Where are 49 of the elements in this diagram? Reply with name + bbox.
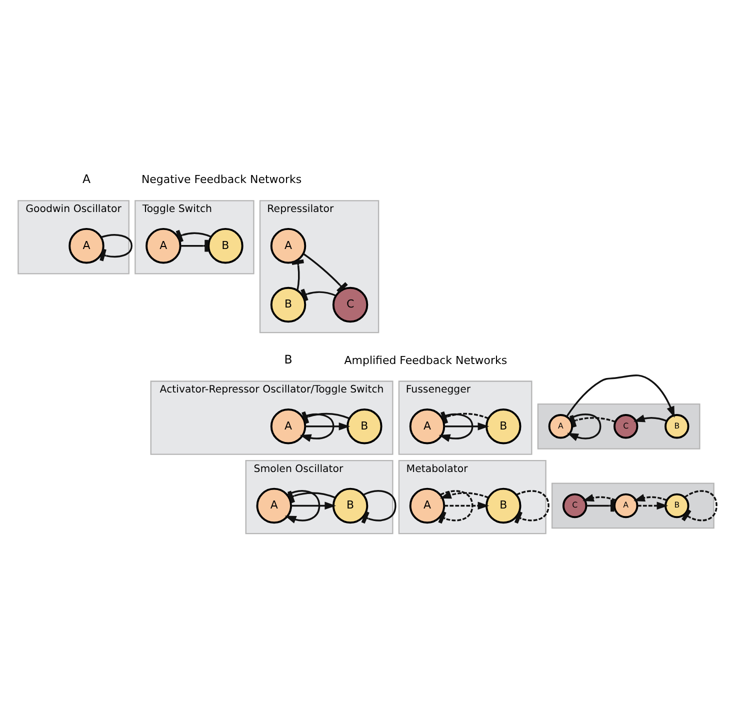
node-circle: A bbox=[270, 408, 306, 444]
node-circle: A bbox=[270, 228, 306, 264]
node-circle: C bbox=[562, 493, 588, 518]
arrow bbox=[291, 502, 336, 510]
node-circle: B bbox=[270, 286, 306, 323]
arrow bbox=[444, 502, 490, 510]
arrow bbox=[634, 494, 667, 502]
node-circle: C bbox=[614, 414, 638, 439]
connector bbox=[361, 490, 396, 524]
node-circle: A bbox=[68, 228, 104, 264]
arrow bbox=[566, 374, 675, 418]
node-circle: B bbox=[486, 408, 522, 444]
connector bbox=[287, 490, 336, 504]
connector bbox=[300, 288, 336, 302]
node-circle: A bbox=[409, 408, 446, 444]
arrow bbox=[444, 422, 490, 430]
arrow bbox=[300, 413, 334, 442]
connector bbox=[100, 234, 132, 262]
connector bbox=[302, 253, 348, 293]
node-circle: B bbox=[664, 414, 690, 439]
connector bbox=[292, 259, 304, 291]
node-circle: C bbox=[332, 286, 368, 323]
node-circle: A bbox=[146, 228, 182, 264]
connector bbox=[570, 414, 616, 428]
arrow bbox=[567, 414, 602, 442]
arrow bbox=[440, 491, 489, 499]
connector bbox=[438, 490, 474, 524]
arrow bbox=[634, 414, 667, 422]
connector bbox=[176, 230, 212, 242]
connector bbox=[682, 490, 718, 522]
node-circle: A bbox=[256, 488, 292, 524]
arrow bbox=[582, 494, 616, 502]
connector bbox=[514, 490, 550, 524]
label: B bbox=[284, 352, 292, 367]
node-circle: A bbox=[548, 414, 574, 439]
arrow bbox=[637, 502, 668, 510]
arrow bbox=[284, 490, 320, 524]
arrow bbox=[305, 422, 350, 430]
node-circle: B bbox=[208, 228, 244, 264]
connector bbox=[302, 411, 350, 424]
node-circle: A bbox=[614, 493, 638, 518]
cluster bbox=[551, 482, 714, 529]
cluster bbox=[537, 403, 700, 450]
label: A bbox=[82, 172, 91, 186]
node-circle: B bbox=[346, 408, 382, 444]
label: Amplified Feedback Networks bbox=[344, 354, 508, 367]
connector bbox=[440, 411, 489, 424]
label: Negative Feedback Networks bbox=[141, 173, 302, 186]
arrow bbox=[438, 413, 474, 442]
